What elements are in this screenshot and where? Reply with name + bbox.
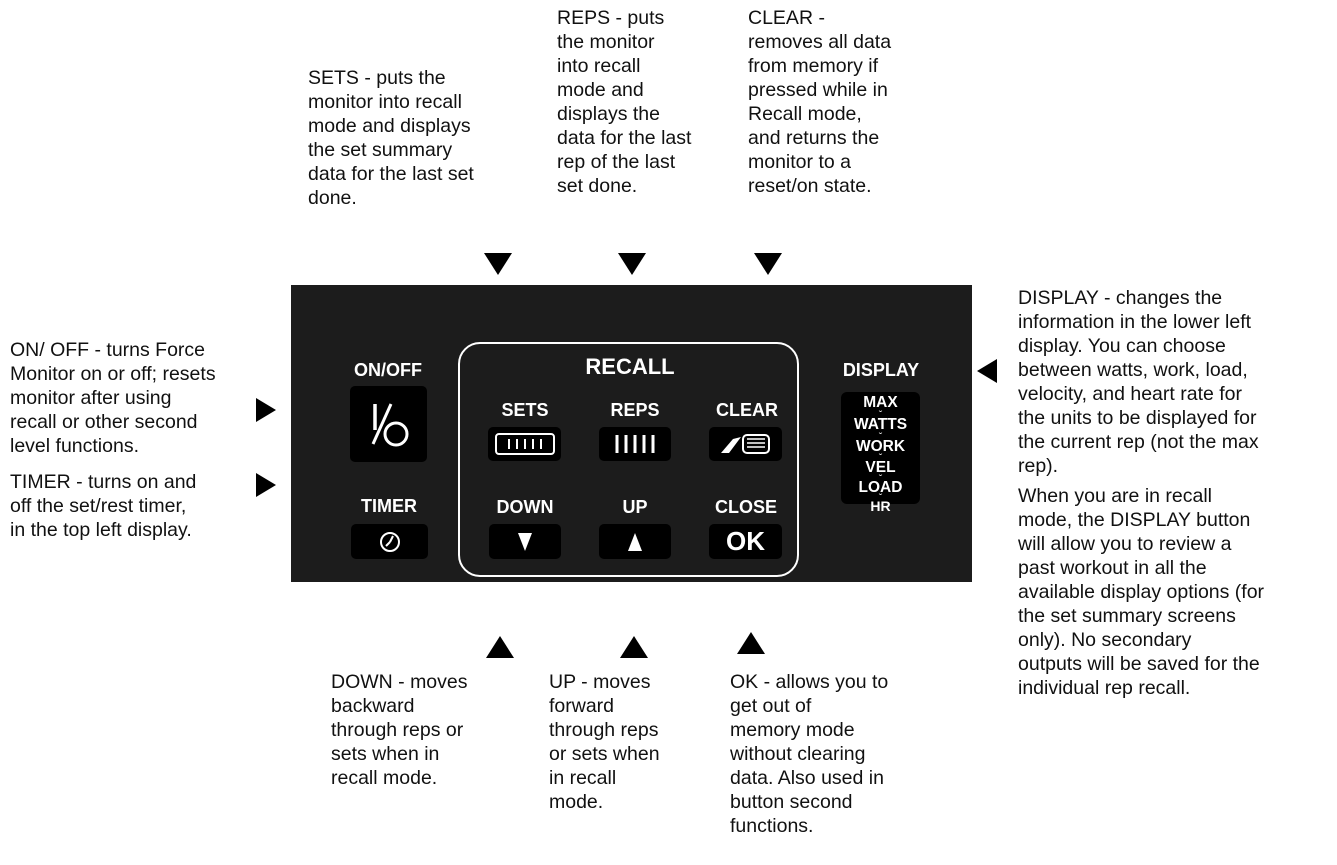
clear-pointer-arrow xyxy=(754,253,782,275)
ok-button[interactable]: OK xyxy=(709,524,782,559)
timer-button[interactable] xyxy=(351,524,428,559)
timer-pointer-arrow xyxy=(256,473,276,497)
display-option-watts: WATTS xyxy=(853,416,908,433)
reps-label: REPS xyxy=(610,400,660,420)
sets-description: SETS - puts the monitor into recall mode… xyxy=(308,67,474,209)
up-button[interactable] xyxy=(599,524,671,559)
eraser-icon xyxy=(720,434,770,454)
reps-description: REPS - puts the monitor into recall mode… xyxy=(557,7,692,197)
down-pointer-arrow xyxy=(486,636,514,658)
up-description: UP - moves forward through reps or sets … xyxy=(549,671,660,813)
display-pointer-arrow xyxy=(977,359,997,383)
chevron-down-icon: ˇ xyxy=(878,493,883,504)
power-icon xyxy=(371,403,408,447)
onoff-button[interactable] xyxy=(350,386,427,462)
onoff-pointer-arrow xyxy=(256,398,276,422)
onoff-label: ON/OFF xyxy=(354,360,422,380)
recall-label: RECALL xyxy=(585,354,675,379)
reps-bars-icon xyxy=(615,435,655,453)
up-triangle-icon xyxy=(628,532,642,551)
timer-label: TIMER xyxy=(361,496,417,516)
display-label: DISPLAY xyxy=(842,360,920,380)
chevron-down-icon: ˇ xyxy=(878,410,883,421)
chevron-down-icon: ˇ xyxy=(878,432,883,443)
up-label: UP xyxy=(622,497,648,517)
display-button[interactable]: MAX ˇ WATTS ˇ WORK ˇ VEL ˇ LOAD ˇ HR xyxy=(841,392,920,514)
recall-group-frame xyxy=(458,342,799,577)
sets-button[interactable] xyxy=(488,427,561,461)
ok-description: OK - allows you to get out of memory mod… xyxy=(730,671,889,837)
sets-pointer-arrow xyxy=(484,253,512,275)
display-option-vel: VEL xyxy=(865,459,896,476)
clear-button[interactable] xyxy=(709,427,782,461)
display-option-hr: HR xyxy=(870,498,891,514)
timer-description: TIMER - turns on and off the set/rest ti… xyxy=(10,471,197,541)
clear-description: CLEAR - removes all data from memory if … xyxy=(748,7,892,197)
down-triangle-icon xyxy=(518,532,532,551)
chevron-down-icon: ˇ xyxy=(878,474,883,485)
ok-button-text: OK xyxy=(726,526,765,556)
sets-bars-icon xyxy=(494,433,555,455)
onoff-description: ON/ OFF - turns Force Monitor on or off;… xyxy=(10,339,216,457)
clear-label: CLEAR xyxy=(716,400,778,420)
down-description: DOWN - moves backward through reps or se… xyxy=(331,671,468,789)
display-option-load: LOAD xyxy=(858,479,903,496)
sets-label: SETS xyxy=(501,400,549,420)
chevron-down-icon: ˇ xyxy=(878,453,883,464)
close-label: CLOSE xyxy=(714,497,777,517)
reps-button[interactable] xyxy=(599,427,671,461)
up-pointer-arrow xyxy=(620,636,648,658)
display-option-max: MAX xyxy=(863,394,898,411)
down-button[interactable] xyxy=(489,524,561,559)
ok-pointer-arrow xyxy=(737,632,765,654)
down-label: DOWN xyxy=(496,497,554,517)
display-recall-description: When you are in recall mode, the DISPLAY… xyxy=(1018,485,1265,699)
clock-icon xyxy=(379,531,400,552)
reps-pointer-arrow xyxy=(618,253,646,275)
display-description: DISPLAY - changes the information in the… xyxy=(1018,287,1259,477)
display-option-work: WORK xyxy=(855,438,906,455)
